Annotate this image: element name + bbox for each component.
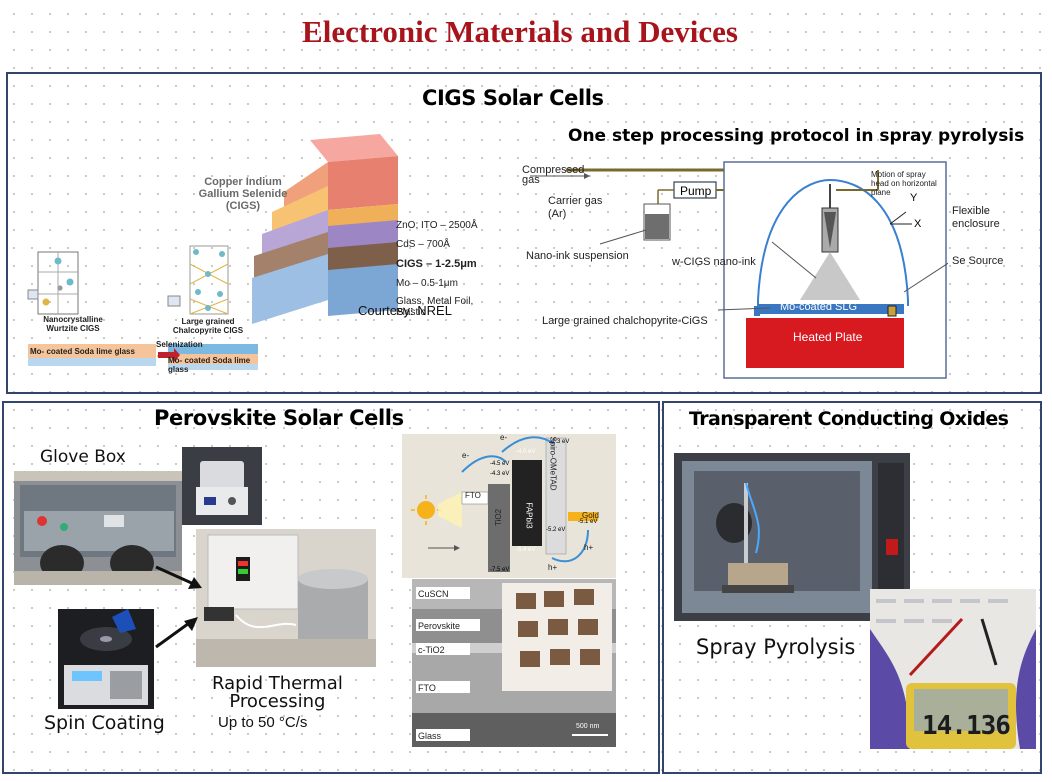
cigs-layer-stack [252,134,398,324]
compressed-gas-label: Compressed gas [522,164,585,186]
band-e1: e- [462,451,470,460]
band-v2: -4.3 eV [490,471,510,477]
band-perov-label: FAPbI3 [524,502,534,529]
layer-zno: ZnO; ITO – 2500Å [396,220,478,231]
se-source-label: Se Source [952,255,1004,267]
nano-ink-label: Nano-ink suspension [526,250,629,262]
hotplate-photo [182,447,262,525]
sem-fto-label: FTO [418,683,436,693]
wcigs-label: w-CIGS nano-ink [672,256,756,268]
courtesy-label: Courtesy: NREL [358,303,452,318]
band-e2: e- [500,433,508,442]
process-arrows [155,565,202,649]
band-h2: h+ [584,543,594,552]
tco-panel: Transparent Conducting Oxides Spray Pyro… [662,401,1042,774]
glove-box-photo [14,471,182,585]
rtp-photo [196,529,376,667]
spin-coater-photo [58,609,154,709]
sem-scale-bar-label: 500 nm [576,723,600,730]
slg-label: Mo-coated SLG [780,301,858,313]
enclosure-label: Flexible enclosure [952,205,1000,230]
substrate-label-right: Mo- coated Soda lime glass [168,356,251,374]
band-v5: -5.2 eV [546,527,566,533]
spray-title: One step processing protocol in spray py… [568,126,1025,146]
sem-cuscn-label: CuSCN [418,589,449,599]
meter-reading: 14.136 [922,711,1011,741]
layer-cds: CdS – 700Å [396,239,450,250]
substrate-label-left: Mo- coated Soda lime glass [30,347,135,356]
band-v1: -4.5 eV [490,461,510,467]
band-gold-label: Gold [582,511,599,520]
wurtzite-crystal [27,251,79,315]
band-diagram [402,434,616,578]
band-v3: -4.0 eV [516,449,536,455]
layer-cigs: CIGS – 1-2.5μm [396,258,477,270]
motion-label: Motion of spray head on horizontal plane [871,170,937,197]
pump-label: Pump [680,184,712,198]
chalcopyrite-crystal [167,245,229,315]
rtp-rate-label: Up to 50 °C/s [218,714,308,731]
spray-schematic [530,161,948,379]
cigs-title: CIGS Solar Cells [422,86,604,110]
perovskite-panel: Perovskite Solar Cells Glove Box [2,401,660,774]
tco-title: Transparent Conducting Oxides [689,408,1009,430]
band-v4: -2.3 eV [550,439,570,445]
selenization-label: Selenization [156,340,203,349]
perovskite-title: Perovskite Solar Cells [154,406,404,430]
selenization-diagram [27,245,258,370]
axis-y-label: Y [910,192,918,204]
sem-tio2-label: c-TiO2 [418,645,445,655]
glove-box-label: Glove Box [40,447,126,467]
sem-image [412,579,616,747]
sem-perovskite-label: Perovskite [418,621,461,631]
chalco-label: Large grained chalchopyrite-CiGS [542,315,708,327]
layer-substrate: Glass, Metal Foil, Plastic [396,296,474,318]
axis-x-label: X [914,218,922,230]
spray-pyrolysis-label: Spray Pyrolysis [696,635,856,659]
rtp-label: Rapid Thermal Processing [212,673,343,712]
layer-mo: Mo – 0.5-1μm [396,278,458,289]
band-v7: -5.4 eV [516,547,536,553]
wurtzite-label: Nanocrystalline Wurtzite CIGS [43,315,103,333]
sem-glass-label: Glass [418,731,442,741]
band-fto-label: FTO [465,491,481,500]
spin-coating-label: Spin Coating [44,712,165,734]
carrier-gas-label: Carrier gas (Ar) [548,195,603,220]
band-v6: -5.1 eV [578,519,598,525]
chalcopyrite-label: Large grained Chalcopyrite CIGS [172,317,244,335]
multimeter-photo [870,589,1036,749]
page-title: Electronic Materials and Devices [302,14,738,49]
stack-title: Copper Indium Gallium Selenide (CIGS) [198,176,288,212]
cigs-panel: CIGS Solar Cells Nanocrystalline Wurtzit… [6,72,1042,394]
heated-plate-label: Heated Plate [793,330,863,344]
band-tio2-label: TiO2 [494,508,504,527]
band-v8: -7.5 eV [490,567,510,573]
band-h1: h+ [548,563,558,572]
